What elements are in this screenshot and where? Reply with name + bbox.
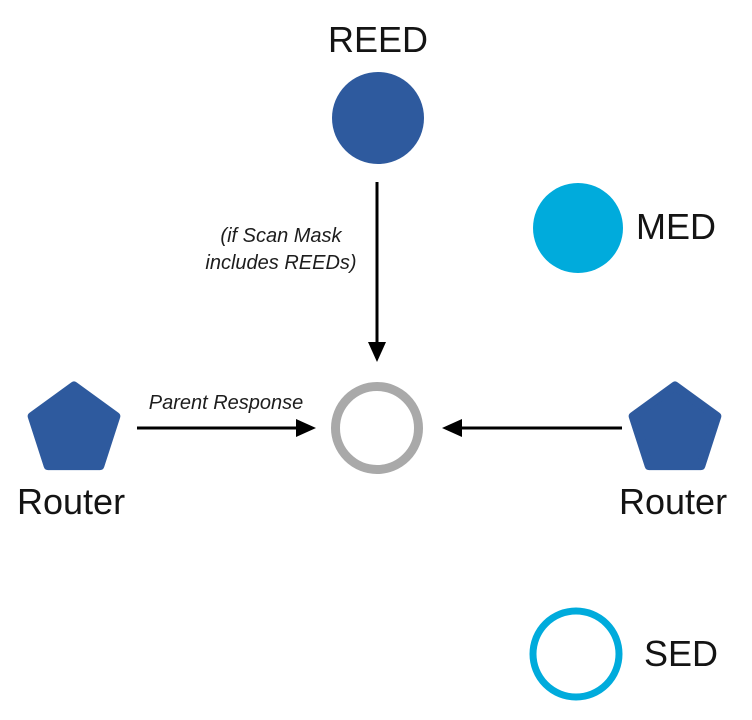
router-left-label: Router	[17, 481, 126, 522]
reed-node-circle	[332, 72, 424, 164]
sed-label: SED	[644, 633, 719, 674]
parent-response-label: Parent Response	[148, 392, 304, 414]
sed-node-circle	[529, 607, 623, 701]
med-label: MED	[636, 206, 716, 247]
router-right-to-center-arrowhead	[442, 419, 462, 437]
router-right-label: Router	[619, 481, 728, 522]
router-left-pentagon	[27, 381, 121, 471]
med-node-circle	[533, 183, 623, 273]
center-node-circle	[331, 382, 423, 474]
scan-mask-note-line1: (if Scan Mask	[220, 225, 342, 247]
router-left-to-center-arrowhead	[296, 419, 316, 437]
scan-mask-note: (if Scan Mask includes REEDs)	[205, 223, 356, 277]
reed-to-center-arrowhead	[368, 342, 386, 362]
reed-label: REED	[327, 19, 429, 60]
scan-mask-note-line2: includes REEDs)	[205, 252, 357, 274]
router-right-pentagon	[628, 381, 722, 471]
